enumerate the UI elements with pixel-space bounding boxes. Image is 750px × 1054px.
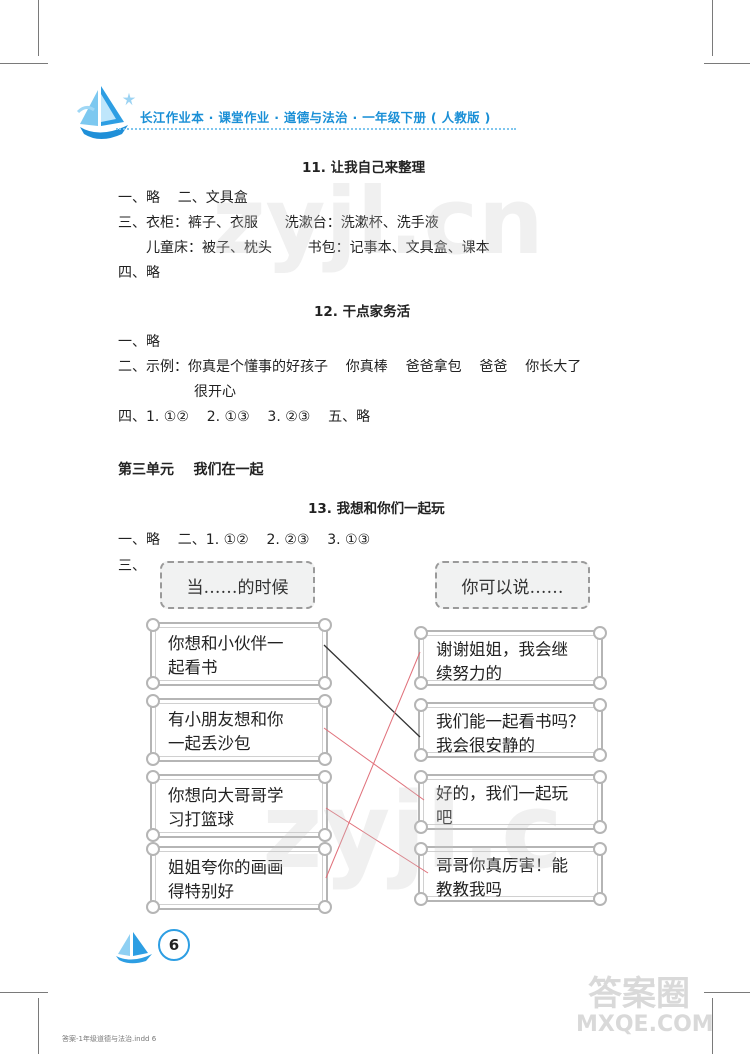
right-card-4: 哥哥你真厉害！能 教教我吗 (414, 842, 607, 906)
lesson-13-part-3-label: 三、 (118, 558, 146, 574)
unit-3-title: 第三单元 我们在一起 (118, 462, 264, 478)
right-card-2: 我们能一起看书吗？ 我会很安静的 (414, 698, 607, 762)
crop-mark (0, 992, 48, 993)
watermark-corner-1: 答案圈 (588, 974, 690, 1014)
sailboat-logo-icon (76, 86, 128, 139)
lesson-11-answer-1: 一、略 二、文具盒 (118, 190, 248, 206)
left-card-1: 你想和小伙伴一 起看书 (146, 618, 332, 690)
crop-mark (38, 998, 39, 1054)
left-card-2: 有小朋友想和你 一起丢沙包 (146, 694, 332, 766)
lesson-12-title: 12. 干点家务活 (314, 304, 411, 320)
page-number-circle: 6 (158, 929, 190, 961)
right-card-3: 好的，我们一起玩 吧 (414, 770, 607, 834)
lesson-12-answer-2: 二、示例：你真是个懂事的好孩子 你真棒 爸爸拿包 爸爸 你长大了 (118, 359, 582, 375)
header-box-when: 当……的时候 (160, 561, 315, 609)
crop-mark (704, 63, 750, 64)
crop-mark (38, 0, 39, 56)
lesson-11-title: 11. 让我自己来整理 (302, 160, 426, 176)
lesson-13-answer-1: 一、略 二、1. ①② 2. ②③ 3. ①③ (118, 532, 371, 548)
left-card-text: 你想和小伙伴一 起看书 (168, 634, 284, 677)
left-card-text: 有小朋友想和你 一起丢沙包 (168, 710, 284, 753)
lesson-12-answer-2b: 很开心 (194, 384, 236, 400)
lesson-11-answer-3: 三、衣柜：裤子、衣服 洗漱台：洗漱杯、洗手液 (118, 215, 439, 231)
lesson-13-title: 13. 我想和你们一起玩 (308, 501, 445, 517)
left-card-3: 你想向大哥哥学 习打篮球 (146, 770, 332, 842)
left-card-text: 你想向大哥哥学 习打篮球 (168, 786, 284, 829)
watermark-top: zyjl.cn (212, 168, 544, 275)
lesson-12-answer-1: 一、略 (118, 334, 160, 350)
banner-divider (116, 128, 516, 130)
watermark-bottom: zyjl.c (262, 770, 563, 892)
right-card-text: 谢谢姐姐，我会继 续努力的 (436, 640, 568, 683)
page-number: 6 (168, 936, 180, 954)
lesson-11-answer-3b: 儿童床：被子、枕头 书包：记事本、文具盒、课本 (146, 240, 490, 256)
crop-mark (712, 0, 713, 56)
crop-mark (712, 998, 713, 1054)
right-card-1: 谢谢姐姐，我会继 续努力的 (414, 626, 607, 690)
lesson-12-answer-4: 四、1. ①② 2. ①③ 3. ②③ 五、略 (118, 409, 371, 425)
watermark-corner-2: MXQE.COM (576, 1012, 714, 1037)
left-card-text: 姐姐夸你的画画 得特别好 (168, 858, 284, 901)
left-card-4: 姐姐夸你的画画 得特别好 (146, 842, 332, 914)
crop-mark (704, 992, 750, 993)
right-card-text: 哥哥你真厉害！能 教教我吗 (436, 856, 568, 899)
lesson-11-answer-4: 四、略 (118, 265, 160, 281)
star-icon (122, 92, 136, 106)
footer-file-name: 答案-1年级道德与法治.indd 6 (62, 1035, 157, 1043)
series-banner: 长江作业本 · 课堂作业 · 道德与法治 · 一年级下册 ( 人教版 ) (140, 110, 491, 125)
sailboat-small-icon (116, 932, 152, 964)
match-line-1-to-2 (323, 644, 421, 738)
right-card-text: 我们能一起看书吗？ 我会很安静的 (436, 712, 585, 755)
header-box-you-can-say: 你可以说…… (435, 561, 590, 609)
crop-mark (0, 63, 48, 64)
right-card-text: 好的，我们一起玩 吧 (436, 784, 568, 827)
